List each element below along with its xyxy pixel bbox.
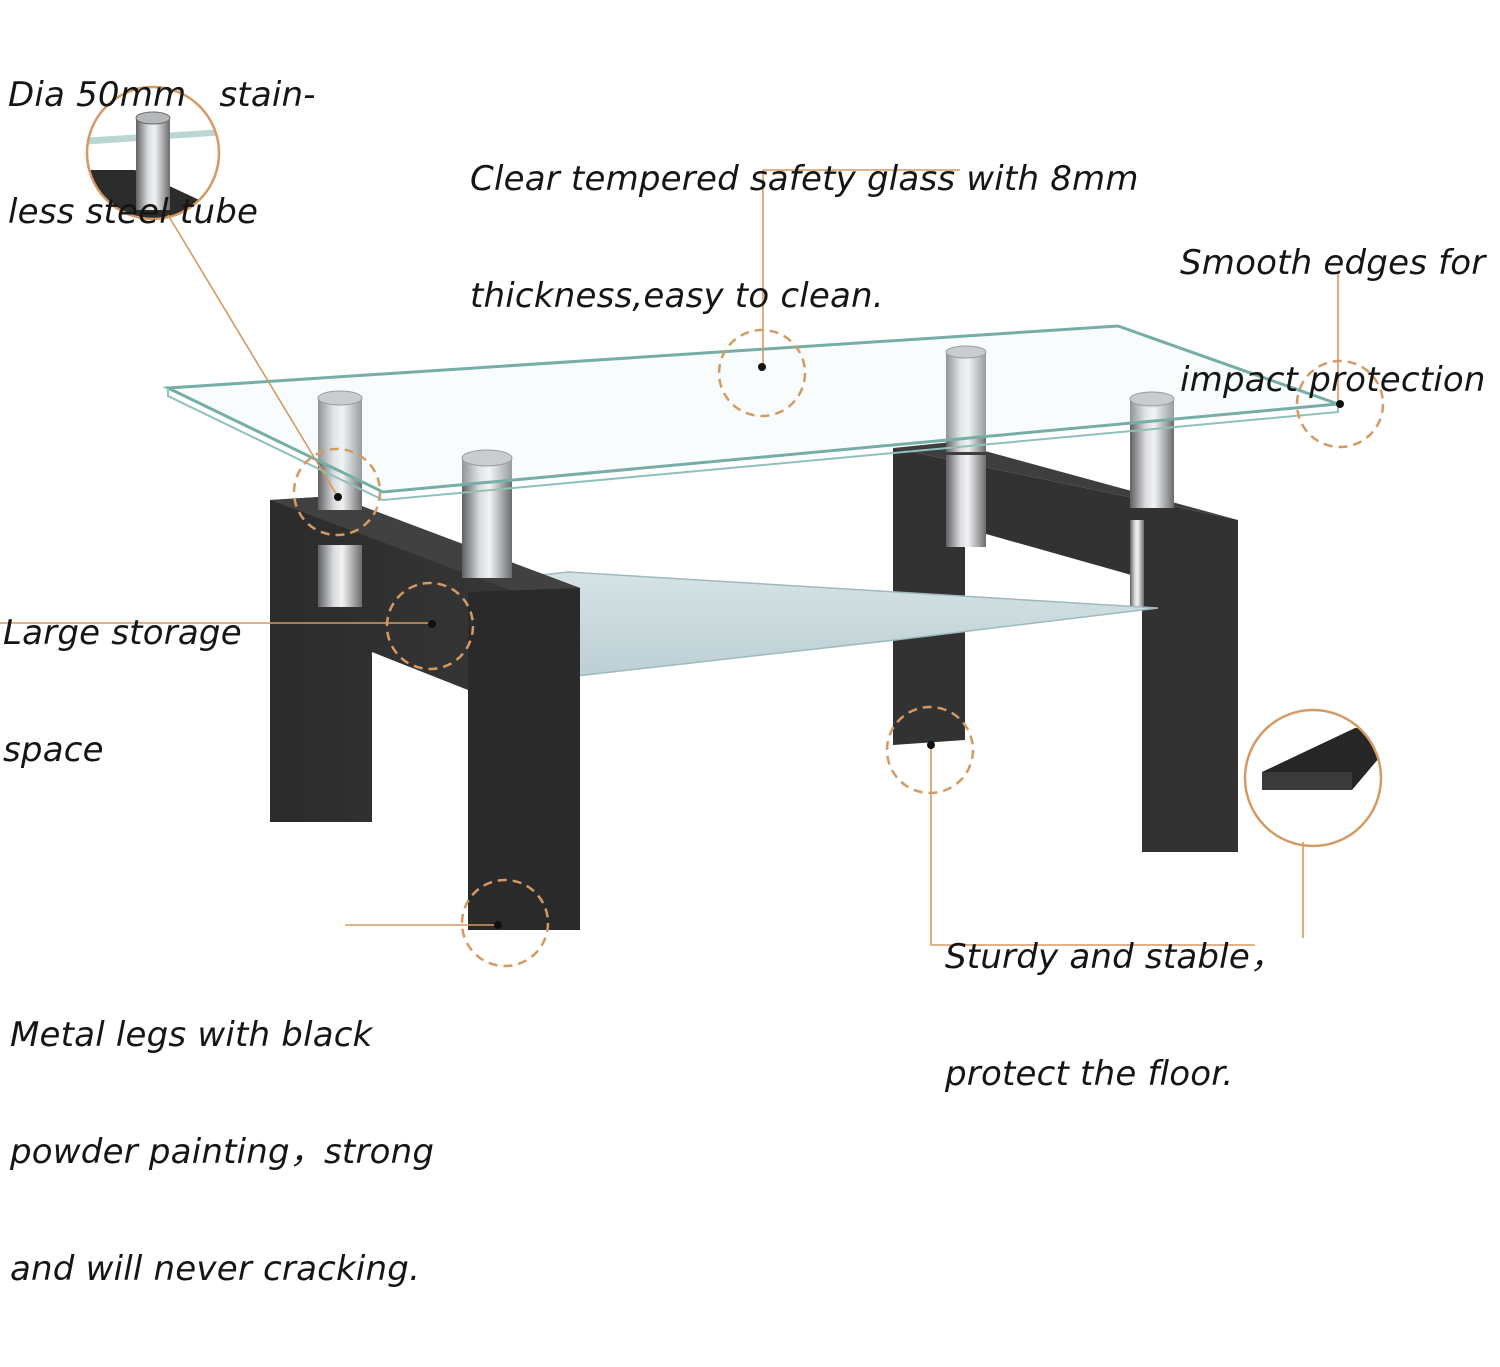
stable-callout: Sturdy and stable， protect the floor.: [945, 860, 1284, 1172]
edges-callout: Smooth edges for impact protection: [1180, 166, 1486, 478]
stable-line-1: Sturdy and stable，: [945, 937, 1285, 977]
legs-line-1: Metal legs with black: [10, 1015, 373, 1055]
glass-top-line-1: Clear tempered safety glass with 8mm: [470, 159, 1139, 199]
edges-line-2: impact protection: [1180, 360, 1486, 400]
legs-callout: Metal legs with black powder painting，st…: [10, 938, 434, 1367]
front-left-leg-frame: [270, 496, 580, 930]
steel-tube-detail-icon: [85, 85, 221, 221]
callout-dots: [334, 363, 1344, 929]
storage-callout: Large storage space: [3, 536, 242, 848]
storage-line-2: space: [3, 730, 104, 770]
back-steel-tubes: [945, 345, 1175, 606]
product-infographic: Dia 50mm stain- less steel tube Clear te…: [0, 0, 1486, 1289]
legs-line-2: powder painting，strong: [10, 1132, 435, 1172]
callout-markers: [292, 328, 1385, 968]
callout-leaders: [0, 169, 1339, 946]
steel-tube-callout: Dia 50mm stain- less steel tube: [8, 0, 316, 310]
leg-foot-detail-icon: [1243, 708, 1383, 848]
front-steel-tubes: [317, 390, 513, 607]
steel-tube-line-1: Dia 50mm stain-: [8, 75, 316, 115]
stable-line-2: protect the floor.: [945, 1054, 1234, 1094]
edges-line-1: Smooth edges for: [1180, 243, 1486, 283]
glass-top-line-2: thickness,easy to clean.: [470, 276, 884, 316]
storage-line-1: Large storage: [3, 613, 242, 653]
legs-line-3: and will never cracking.: [10, 1249, 421, 1289]
table-illustration: [0, 85, 1385, 968]
glass-top-callout: Clear tempered safety glass with 8mm thi…: [470, 82, 1139, 394]
steel-tube-line-2: less steel tube: [8, 192, 259, 232]
